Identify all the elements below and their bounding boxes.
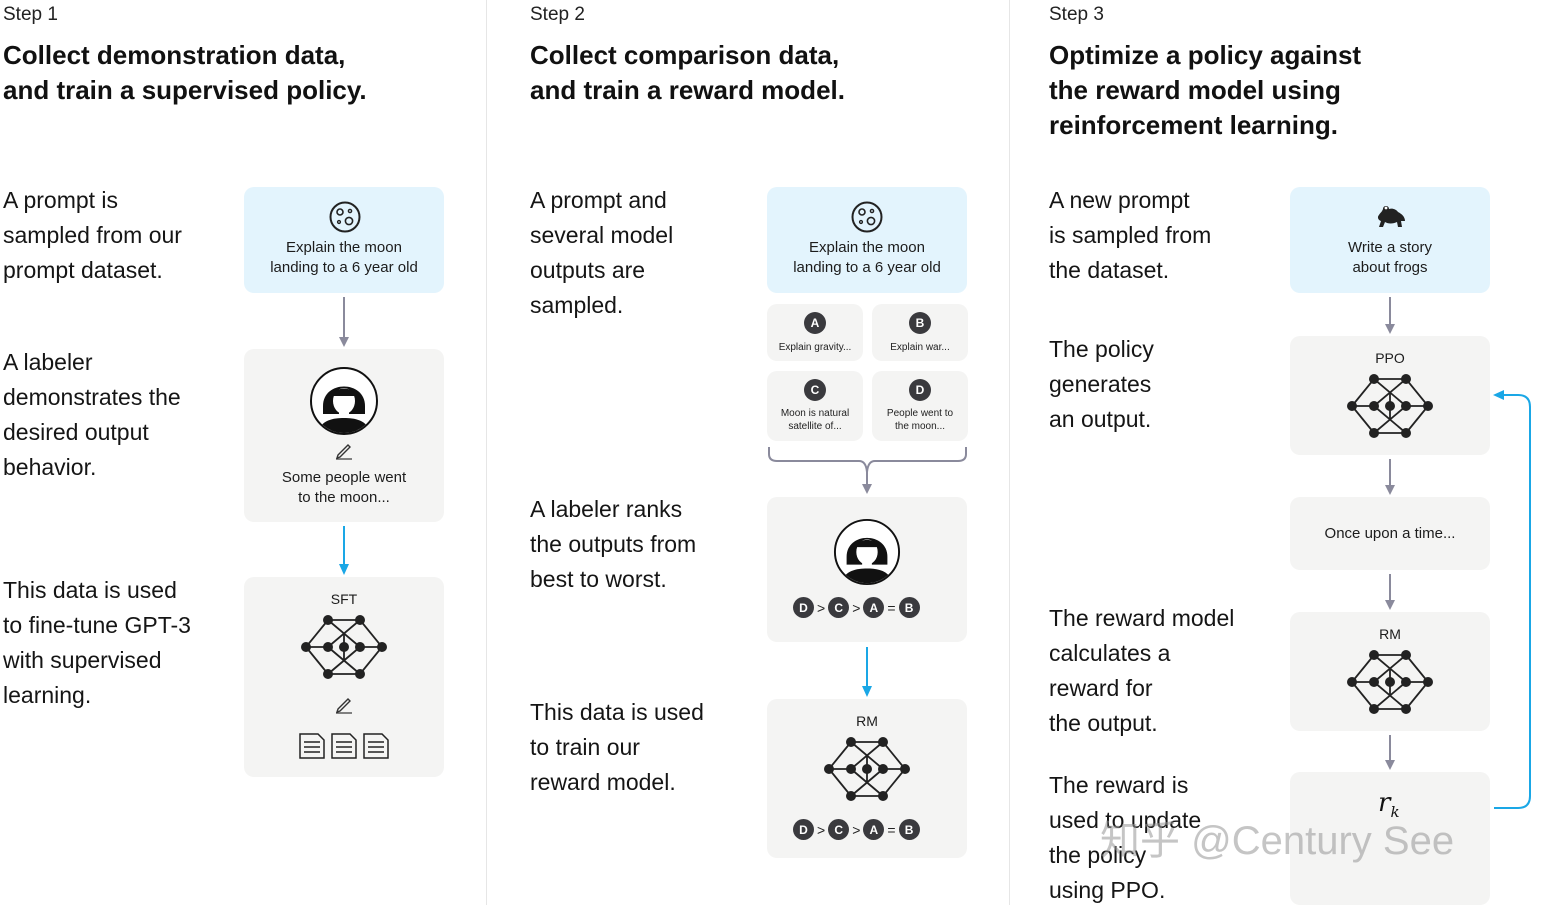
output-badge: D: [909, 379, 931, 401]
moon-icon: [329, 201, 361, 233]
neural-net-icon: [301, 615, 387, 679]
step-1-desc-finetune: This data is used to fine-tune GPT-3 wit…: [3, 577, 191, 708]
rank-badge: A: [863, 819, 885, 840]
rank-operator: >: [817, 821, 826, 838]
bracket-icon: [768, 447, 967, 473]
output-text: Explain gravity...: [778, 342, 852, 353]
arrow-head-blue: [1493, 390, 1504, 400]
output-badge: C: [804, 379, 826, 401]
rank-badge: A: [863, 597, 885, 618]
neural-net-icon: [1347, 650, 1433, 714]
neural-net-icon: [824, 737, 910, 801]
rank-badge: B: [898, 597, 920, 618]
step-3-desc-prompt: A new prompt is sampled from the dataset…: [1049, 187, 1212, 283]
arrow-head: [1385, 485, 1395, 495]
step-2-rm-card: RM D > C > A = B: [767, 699, 967, 858]
output-text: People went to the moon...: [886, 408, 954, 432]
arrow-head: [339, 337, 349, 347]
step-1-demo-card: Some people went to the moon...: [244, 349, 444, 522]
output-badge: B: [909, 312, 931, 334]
step-1-sft-card: SFT: [244, 577, 444, 777]
rank-badge: D: [793, 597, 814, 618]
step-1-demo-text: Some people went to the moon...: [281, 469, 407, 506]
step-1-desc-prompt: A prompt is sampled from our prompt data…: [3, 187, 182, 283]
step-3-ppo-card: PPO: [1290, 336, 1490, 455]
output-badge: A: [804, 312, 826, 334]
output-card-b: B Explain war...: [872, 304, 968, 361]
output-card-c: C Moon is natural satellite of...: [767, 371, 863, 441]
arrow-head-blue: [862, 686, 872, 697]
arrow-head: [862, 484, 872, 494]
step-3-reward-card: rk: [1290, 772, 1490, 905]
step-3-output-card: Once upon a time...: [1290, 497, 1490, 570]
frog-icon: [1377, 206, 1405, 227]
step-2-label: Step 2: [530, 4, 585, 25]
step-1-prompt-text: Explain the moon landing to a 6 year old: [270, 239, 418, 276]
rank-badge: C: [828, 819, 850, 840]
step-3-rm-card: RM: [1290, 612, 1490, 731]
reward-subscript: k: [1390, 803, 1400, 822]
ppo-label: PPO: [1375, 350, 1405, 366]
rank-operator: >: [852, 821, 861, 838]
step-3-desc-update: The reward is used to update the policy …: [1049, 772, 1202, 903]
step-2-prompt-card: Explain the moon landing to a 6 year old: [767, 187, 967, 293]
arrow-head: [1385, 324, 1395, 334]
ranking-row: D > C > A = B: [793, 819, 920, 840]
pencil-icon: [335, 444, 352, 460]
sft-label: SFT: [330, 591, 358, 607]
rank-badge: B: [898, 819, 920, 840]
step-3-desc-policy: The policy generates an output.: [1049, 336, 1154, 432]
output-text: Moon is natural satellite of...: [780, 408, 850, 432]
rank-operator: =: [887, 821, 896, 838]
neural-net-icon: [1347, 374, 1433, 438]
step-3-prompt-card: Write a story about frogs: [1290, 187, 1490, 293]
output-card-d: D People went to the moon...: [872, 371, 968, 441]
step-3-desc-reward: The reward model calculates a reward for…: [1049, 605, 1235, 736]
step-2-prompt-text: Explain the moon landing to a 6 year old: [793, 239, 941, 276]
rank-badge: D: [793, 819, 814, 840]
arrow-head: [1385, 600, 1395, 610]
rm-label: RM: [1379, 626, 1401, 642]
labeler-avatar-icon: [310, 367, 378, 435]
step-1-prompt-card: Explain the moon landing to a 6 year old: [244, 187, 444, 293]
watermark: 知乎 @Century See: [1100, 819, 1455, 863]
arrow-head: [1385, 760, 1395, 770]
rank-operator: =: [887, 599, 896, 616]
rank-operator: >: [817, 599, 826, 616]
step-3-prompt-text: Write a story about frogs: [1348, 239, 1432, 276]
arrow-head-blue: [339, 564, 349, 575]
step-3-output-text: Once upon a time...: [1324, 525, 1456, 542]
pencil-icon: [335, 698, 352, 714]
output-text: Explain war...: [890, 342, 950, 353]
step-1-label: Step 1: [3, 4, 58, 25]
step-2-desc-train: This data is used to train our reward mo…: [530, 699, 704, 795]
step-3-title: Optimize a policy against the reward mod…: [1049, 40, 1362, 140]
moon-icon: [851, 201, 883, 233]
step-2-desc-sample: A prompt and several model outputs are s…: [530, 187, 674, 318]
rank-operator: >: [852, 599, 861, 616]
rank-badge: C: [828, 597, 850, 618]
step-2-labeler-card: D > C > A = B: [767, 497, 967, 642]
output-card-a: A Explain gravity...: [767, 304, 863, 361]
column-divider: [486, 0, 487, 905]
step-1-desc-labeler: A labeler demonstrates the desired outpu…: [3, 349, 181, 480]
rm-label: RM: [856, 713, 878, 729]
labeler-avatar-icon: [833, 518, 901, 586]
step-1-title: Collect demonstration data, and train a …: [3, 40, 367, 105]
reward-r: r: [1378, 788, 1391, 818]
step-2-desc-rank: A labeler ranks the outputs from best to…: [530, 496, 697, 592]
document-icon: [299, 733, 389, 759]
feedback-loop-arrow: [1494, 394, 1531, 809]
step-2-title: Collect comparison data, and train a rew…: [530, 40, 845, 105]
step-3-label: Step 3: [1049, 4, 1104, 25]
column-divider: [1009, 0, 1010, 905]
reward-symbol: rk: [1378, 788, 1400, 821]
ranking-row: D > C > A = B: [793, 597, 920, 618]
